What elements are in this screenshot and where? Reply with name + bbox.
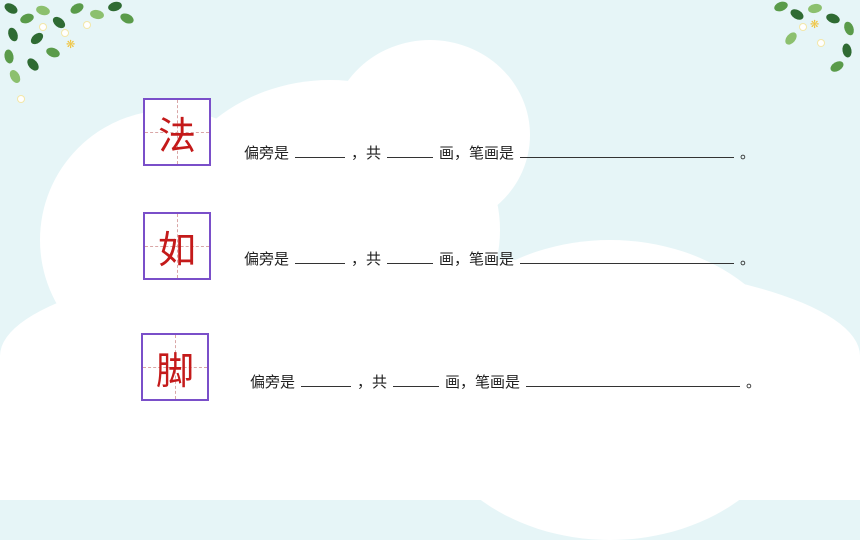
radical-blank[interactable] (295, 143, 346, 158)
strokes-label: 画，笔画是 (445, 373, 521, 391)
sentence-end: 。 (740, 144, 756, 162)
radical-label: 偏旁是 (250, 373, 296, 391)
character-grid-box: 法 (143, 98, 211, 166)
cloud-shape (520, 300, 860, 500)
fill-in-sentence: 偏旁是 ，共 画，笔画是 。 (244, 248, 755, 269)
character-grid-box: 如 (143, 212, 211, 280)
stroke-order-blank[interactable] (520, 143, 735, 158)
radical-label: 偏旁是 (244, 144, 290, 162)
fill-in-sentence: 偏旁是 ，共 画，笔画是 。 (244, 142, 755, 163)
sentence-end: 。 (746, 373, 762, 391)
count-label: ，共 (351, 144, 382, 162)
stroke-count-blank[interactable] (387, 249, 434, 264)
stroke-order-blank[interactable] (526, 372, 741, 387)
count-label: ，共 (351, 250, 382, 268)
butterfly-icon: ❋ (66, 38, 76, 51)
vine-decoration-right: ❋ (770, 0, 860, 80)
strokes-label: 画，笔画是 (439, 250, 515, 268)
vine-decoration-left: ❋ (0, 0, 150, 110)
fill-in-sentence: 偏旁是 ，共 画，笔画是 。 (250, 371, 761, 392)
radical-blank[interactable] (301, 372, 352, 387)
radical-blank[interactable] (295, 249, 346, 264)
character: 法 (157, 113, 196, 158)
stroke-count-blank[interactable] (393, 372, 440, 387)
radical-label: 偏旁是 (244, 250, 290, 268)
count-label: ，共 (357, 373, 388, 391)
strokes-label: 画，笔画是 (439, 144, 515, 162)
character-grid-box: 脚 (141, 333, 209, 401)
stroke-order-blank[interactable] (520, 249, 735, 264)
butterfly-icon: ❋ (810, 18, 820, 31)
sentence-end: 。 (740, 250, 756, 268)
stroke-count-blank[interactable] (387, 143, 434, 158)
cloud-shape (330, 40, 530, 230)
character: 脚 (155, 348, 194, 393)
character: 如 (157, 227, 196, 272)
